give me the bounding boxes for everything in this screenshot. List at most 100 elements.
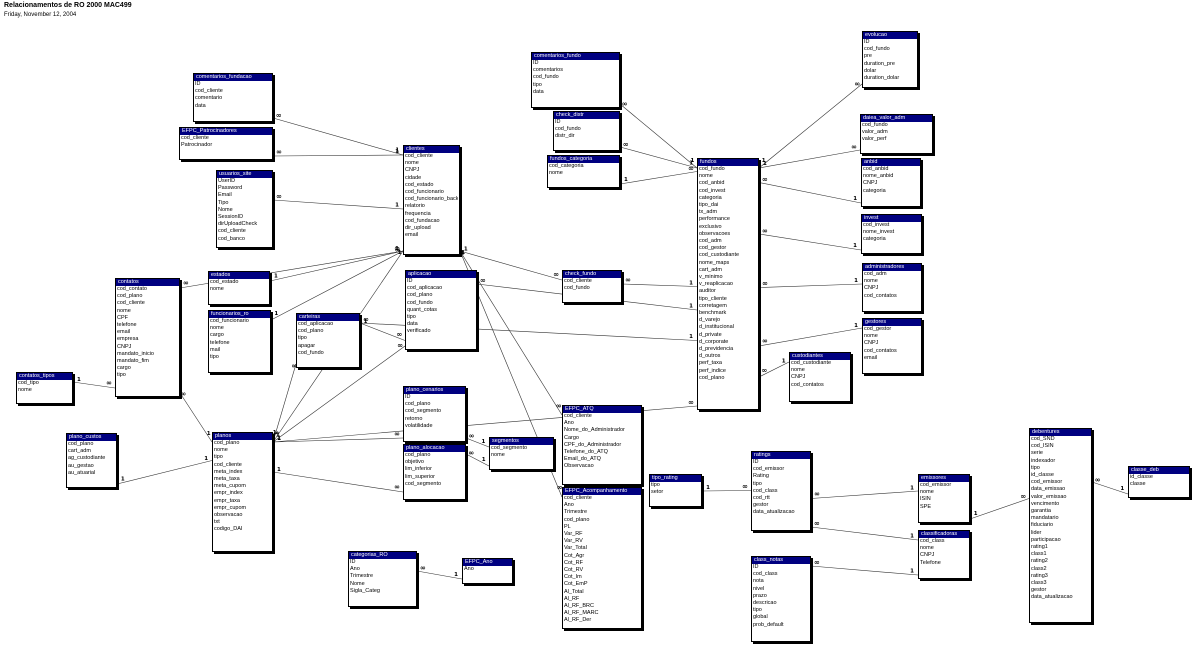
table-field: tipo xyxy=(298,335,307,342)
relationship-line xyxy=(619,146,698,169)
table-field: data_atualizacao xyxy=(753,509,795,516)
table-field: nome xyxy=(699,173,713,180)
table-field: ag_custodiante xyxy=(68,455,106,462)
cardinality-label: 1 xyxy=(395,246,399,252)
table-field: cod_segmento xyxy=(405,480,442,487)
table-field: Cot_RF xyxy=(564,559,583,566)
table-field: auditor xyxy=(699,288,716,295)
table-title: estados xyxy=(209,272,269,279)
table-field: tipo_dai xyxy=(699,202,719,209)
table-field: performance xyxy=(699,216,730,223)
table-title: administradores xyxy=(863,264,921,271)
relationship-line xyxy=(758,149,861,169)
table-field: CNPJ xyxy=(117,343,132,350)
table-field: cod_fundo xyxy=(298,349,324,356)
table-field: cod_fundo xyxy=(533,74,559,81)
cardinality-label: ∞ xyxy=(742,483,748,491)
table-field: fiduciario xyxy=(1031,522,1054,529)
table-field: Ano xyxy=(564,502,574,509)
table-field: lim_superior xyxy=(405,473,435,480)
table-field: Observacao xyxy=(564,463,594,470)
table-field: perf_taxa xyxy=(699,360,722,367)
table-field: nome xyxy=(549,170,563,177)
table-field: comentario xyxy=(195,95,223,102)
table-field: id_classe xyxy=(1031,472,1054,479)
table-field: nome xyxy=(210,286,224,293)
table-field: CPF xyxy=(117,314,128,321)
cardinality-label: ∞ xyxy=(625,276,631,284)
table-field: quant_cotas xyxy=(407,306,437,313)
cardinality-label: 1 xyxy=(277,436,281,442)
table-title: segmentos xyxy=(490,438,553,445)
table-field: cod_tipo xyxy=(18,380,39,386)
table-field: duration_pre xyxy=(864,60,895,67)
cardinality-label: 1 xyxy=(277,435,281,441)
table-field: cod_emissor xyxy=(1031,479,1063,486)
table-field: tipo xyxy=(117,372,126,379)
table-title: fundos_categoria xyxy=(548,156,619,163)
table-field: valor_perf xyxy=(862,136,887,143)
table-field: cod_plano xyxy=(214,440,240,446)
table-field: lider xyxy=(1031,529,1042,536)
table-field: cod_gestor xyxy=(864,326,892,332)
table-field: class2 xyxy=(1031,565,1047,572)
cardinality-label: 1 xyxy=(910,568,914,574)
table-field: cod_fundo xyxy=(864,46,890,53)
relationship-line xyxy=(465,437,490,448)
cardinality-label: 1 xyxy=(364,319,368,325)
cardinality-label: 1 xyxy=(204,456,208,462)
cardinality-label: ∞ xyxy=(394,430,400,438)
cardinality-label: 1 xyxy=(464,247,468,253)
cardinality-label: ∞ xyxy=(180,390,186,398)
table-title: evolucao xyxy=(863,32,917,39)
table-field: Al_RF xyxy=(564,595,580,602)
table-field: ID xyxy=(407,278,413,284)
cardinality-label: 1 xyxy=(624,177,628,183)
cardinality-label: 1 xyxy=(121,477,125,483)
table-title: contatos xyxy=(116,279,179,286)
table-field: UserID xyxy=(218,178,236,184)
table-field: Email_do_ATQ xyxy=(564,456,601,463)
table-field: verificado xyxy=(407,328,431,335)
